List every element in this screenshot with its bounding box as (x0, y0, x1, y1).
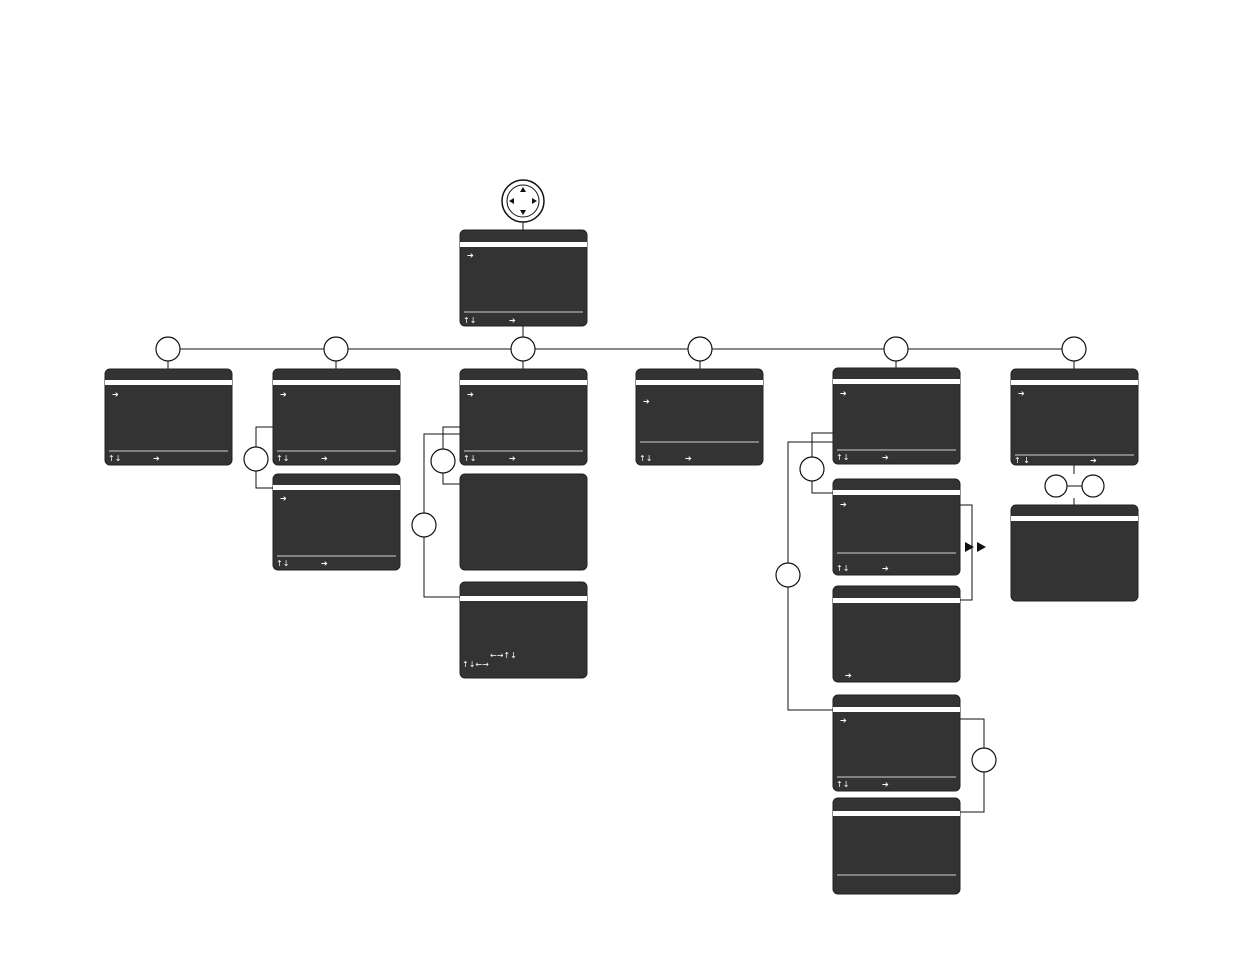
main-menu-screen: ➔ ↑↓ ➔ (459, 229, 588, 327)
col5-screen-a: ➔ ↑↓ ➔ (832, 478, 961, 576)
select-arrow: ➔ (321, 454, 328, 463)
submenu-screen-1: ➔ ↑↓ ➔ (104, 368, 233, 466)
pointer-arrow: ➔ (643, 397, 650, 406)
nav-arrows: ↑↓ (276, 559, 289, 568)
col3-blank-screen (459, 473, 588, 571)
step-circle (510, 336, 536, 362)
pointer-arrow: ➔ (467, 390, 474, 399)
select-arrow: ➔ (509, 454, 516, 463)
nav-arrows: ↑↓ (463, 454, 476, 463)
submenu-screen-5: ➔ ↑↓ ➔ (832, 367, 961, 465)
col6-sub-screen (1010, 504, 1139, 602)
step-circle (775, 562, 801, 588)
step-circle (323, 336, 349, 362)
submenu-screen-3: ➔ ↑↓ ➔ (459, 368, 588, 466)
step-circle (430, 448, 456, 474)
pointer-arrow: ➔ (840, 716, 847, 725)
select-arrow: ➔ (509, 316, 516, 325)
step-circle (411, 512, 437, 538)
step-circle (883, 336, 909, 362)
step-circle (243, 446, 269, 472)
select-arrow: ➔ (321, 559, 328, 568)
col5-screen-b: ➔ (832, 585, 961, 683)
col5-screen-d (832, 797, 961, 895)
submenu-screen-6: ➔ ↑ ↓ ➔ (1010, 368, 1139, 466)
step-circle (155, 336, 181, 362)
step-circle (687, 336, 713, 362)
pointer-arrow: ➔ (280, 390, 287, 399)
bottom-arrow: ➔ (845, 671, 852, 680)
select-arrow: ➔ (882, 564, 889, 573)
select-arrow: ➔ (882, 780, 889, 789)
nav-arrows: ↑↓ (639, 454, 652, 463)
pointer-arrow: ➔ (280, 494, 287, 503)
step-circle (1044, 474, 1068, 498)
nav-arrows: ↑↓ (836, 453, 849, 462)
pointer-arrow: ➔ (467, 251, 474, 260)
submenu-screen-2: ➔ ↑↓ ➔ (272, 368, 401, 466)
pointer-arrow: ➔ (1018, 389, 1025, 398)
entry-arrows-bottom: ↑↓←→ (462, 660, 489, 669)
nav-arrows: ↑↓ (836, 780, 849, 789)
nav-arrows: ↑↓ (836, 564, 849, 573)
select-arrow: ➔ (882, 453, 889, 462)
submenu-screen-4: ➔ ↑↓ ➔ (635, 368, 764, 466)
entry-arrows-top: ←→↑↓ (490, 651, 517, 660)
pointer-arrow: ➔ (840, 500, 847, 509)
pointer-arrow: ➔ (840, 389, 847, 398)
step-circle (1081, 474, 1105, 498)
step-circle (1061, 336, 1087, 362)
four-way-arrow-button-icon (501, 179, 545, 223)
col5-screen-c: ➔ ↑↓ ➔ (832, 694, 961, 792)
select-arrow: ➔ (153, 454, 160, 463)
col2-sub-screen: ➔ ↑↓ ➔ (272, 473, 401, 571)
step-circles (155, 336, 1105, 773)
select-arrow: ➔ (685, 454, 692, 463)
select-arrow: ➔ (1090, 456, 1097, 465)
nav-arrows: ↑↓ (276, 454, 289, 463)
col3-entry-screen: ←→↑↓ ↑↓←→ (459, 581, 588, 679)
double-right-triangle-icon (965, 542, 986, 552)
pointer-arrow: ➔ (112, 390, 119, 399)
step-circle (799, 456, 825, 482)
connector-lines (167, 222, 1082, 813)
step-circle (971, 747, 997, 773)
nav-arrows: ↑↓ (108, 454, 121, 463)
nav-arrows: ↑↓ (463, 316, 476, 325)
nav-arrows: ↑ ↓ (1014, 456, 1030, 465)
